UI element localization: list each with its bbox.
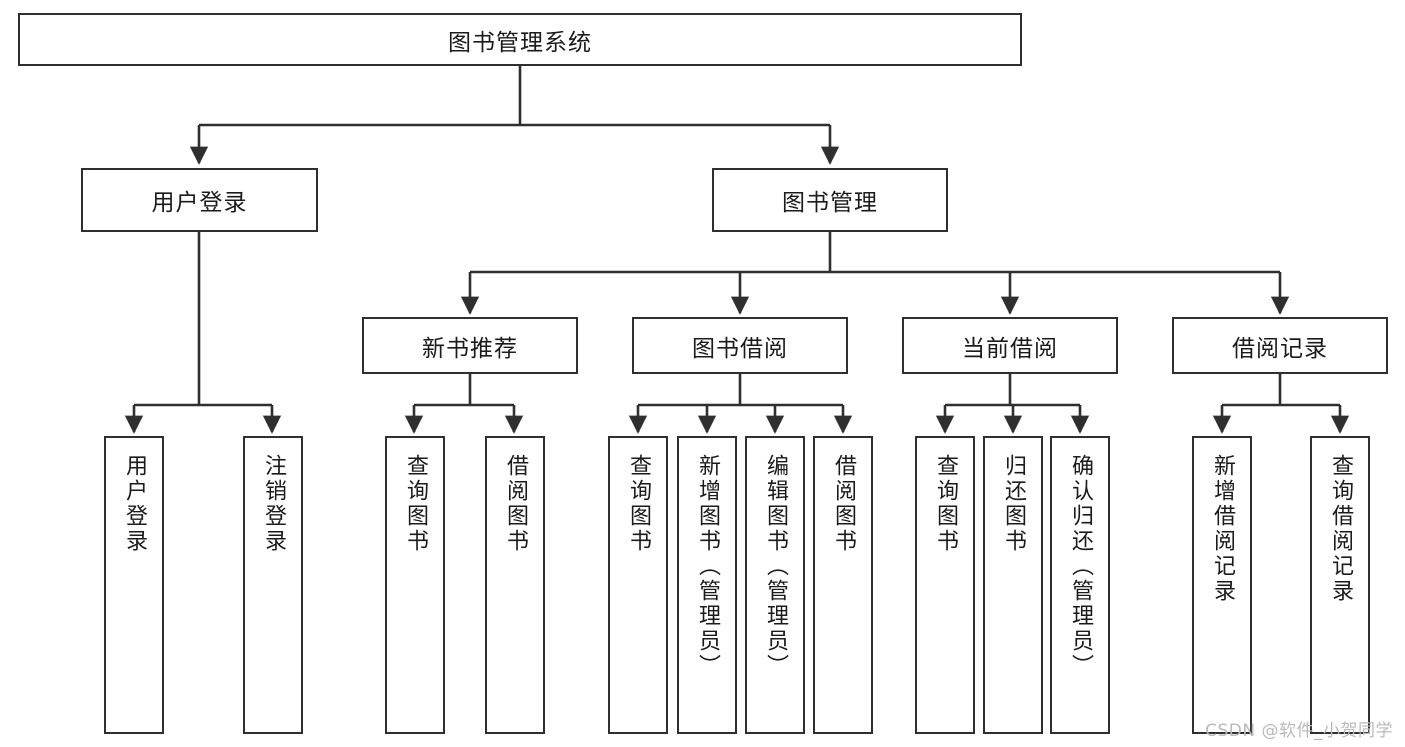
node-leaf-query-record[interactable]: 查询借阅记录 <box>1310 436 1370 734</box>
node-leaf-query-record-label: 查询借阅记录 <box>1327 454 1353 604</box>
node-leaf-query-book-2[interactable]: 查询图书 <box>608 436 668 734</box>
node-new-book-rec[interactable]: 新书推荐 <box>362 317 578 374</box>
node-leaf-return-book-label: 归还图书 <box>1000 454 1026 554</box>
node-book-borrow[interactable]: 图书借阅 <box>632 317 848 374</box>
node-leaf-query-book-3[interactable]: 查询图书 <box>915 436 975 734</box>
node-book-manage-label: 图书管理 <box>782 190 878 216</box>
node-user-login-label: 用户登录 <box>151 190 248 216</box>
node-leaf-confirm-return[interactable]: 确认归还（管理员） <box>1050 436 1110 734</box>
watermark: CSDN @软件_小贺同学 <box>1205 721 1393 741</box>
node-borrow-record[interactable]: 借阅记录 <box>1172 317 1388 374</box>
node-book-manage[interactable]: 图书管理 <box>712 168 948 232</box>
node-leaf-query-book-3-label: 查询图书 <box>932 454 958 554</box>
node-leaf-add-record[interactable]: 新增借阅记录 <box>1192 436 1252 734</box>
node-leaf-return-book[interactable]: 归还图书 <box>983 436 1043 734</box>
node-leaf-user-login-label: 用户登录 <box>121 454 147 554</box>
node-leaf-query-book-1-label: 查询图书 <box>402 454 428 554</box>
node-book-borrow-label: 图书借阅 <box>692 335 788 362</box>
node-leaf-query-book-1[interactable]: 查询图书 <box>385 436 445 734</box>
node-leaf-borrow-book-2[interactable]: 借阅图书 <box>813 436 873 734</box>
node-leaf-edit-book[interactable]: 编辑图书（管理员） <box>745 436 805 734</box>
node-current-borrow[interactable]: 当前借阅 <box>902 317 1118 374</box>
node-leaf-confirm-return-label: 确认归还（管理员） <box>1067 454 1093 679</box>
node-leaf-logout-label: 注销登录 <box>260 454 286 554</box>
node-leaf-add-record-label: 新增借阅记录 <box>1209 454 1235 604</box>
node-current-borrow-label: 当前借阅 <box>962 335 1058 362</box>
node-borrow-record-label: 借阅记录 <box>1232 335 1328 362</box>
node-leaf-edit-book-label: 编辑图书（管理员） <box>762 454 788 679</box>
node-root-label: 图书管理系统 <box>448 29 592 56</box>
node-leaf-borrow-book-1-label: 借阅图书 <box>502 454 528 554</box>
node-leaf-logout[interactable]: 注销登录 <box>243 436 303 734</box>
node-new-book-rec-label: 新书推荐 <box>422 335 518 362</box>
node-leaf-add-book[interactable]: 新增图书（管理员） <box>677 436 737 734</box>
node-leaf-query-book-2-label: 查询图书 <box>625 454 651 554</box>
node-leaf-add-book-label: 新增图书（管理员） <box>694 454 720 679</box>
node-leaf-borrow-book-2-label: 借阅图书 <box>830 454 856 554</box>
node-user-login[interactable]: 用户登录 <box>81 168 318 232</box>
node-leaf-borrow-book-1[interactable]: 借阅图书 <box>485 436 545 734</box>
node-leaf-user-login[interactable]: 用户登录 <box>104 436 164 734</box>
node-root[interactable]: 图书管理系统 <box>18 13 1022 66</box>
